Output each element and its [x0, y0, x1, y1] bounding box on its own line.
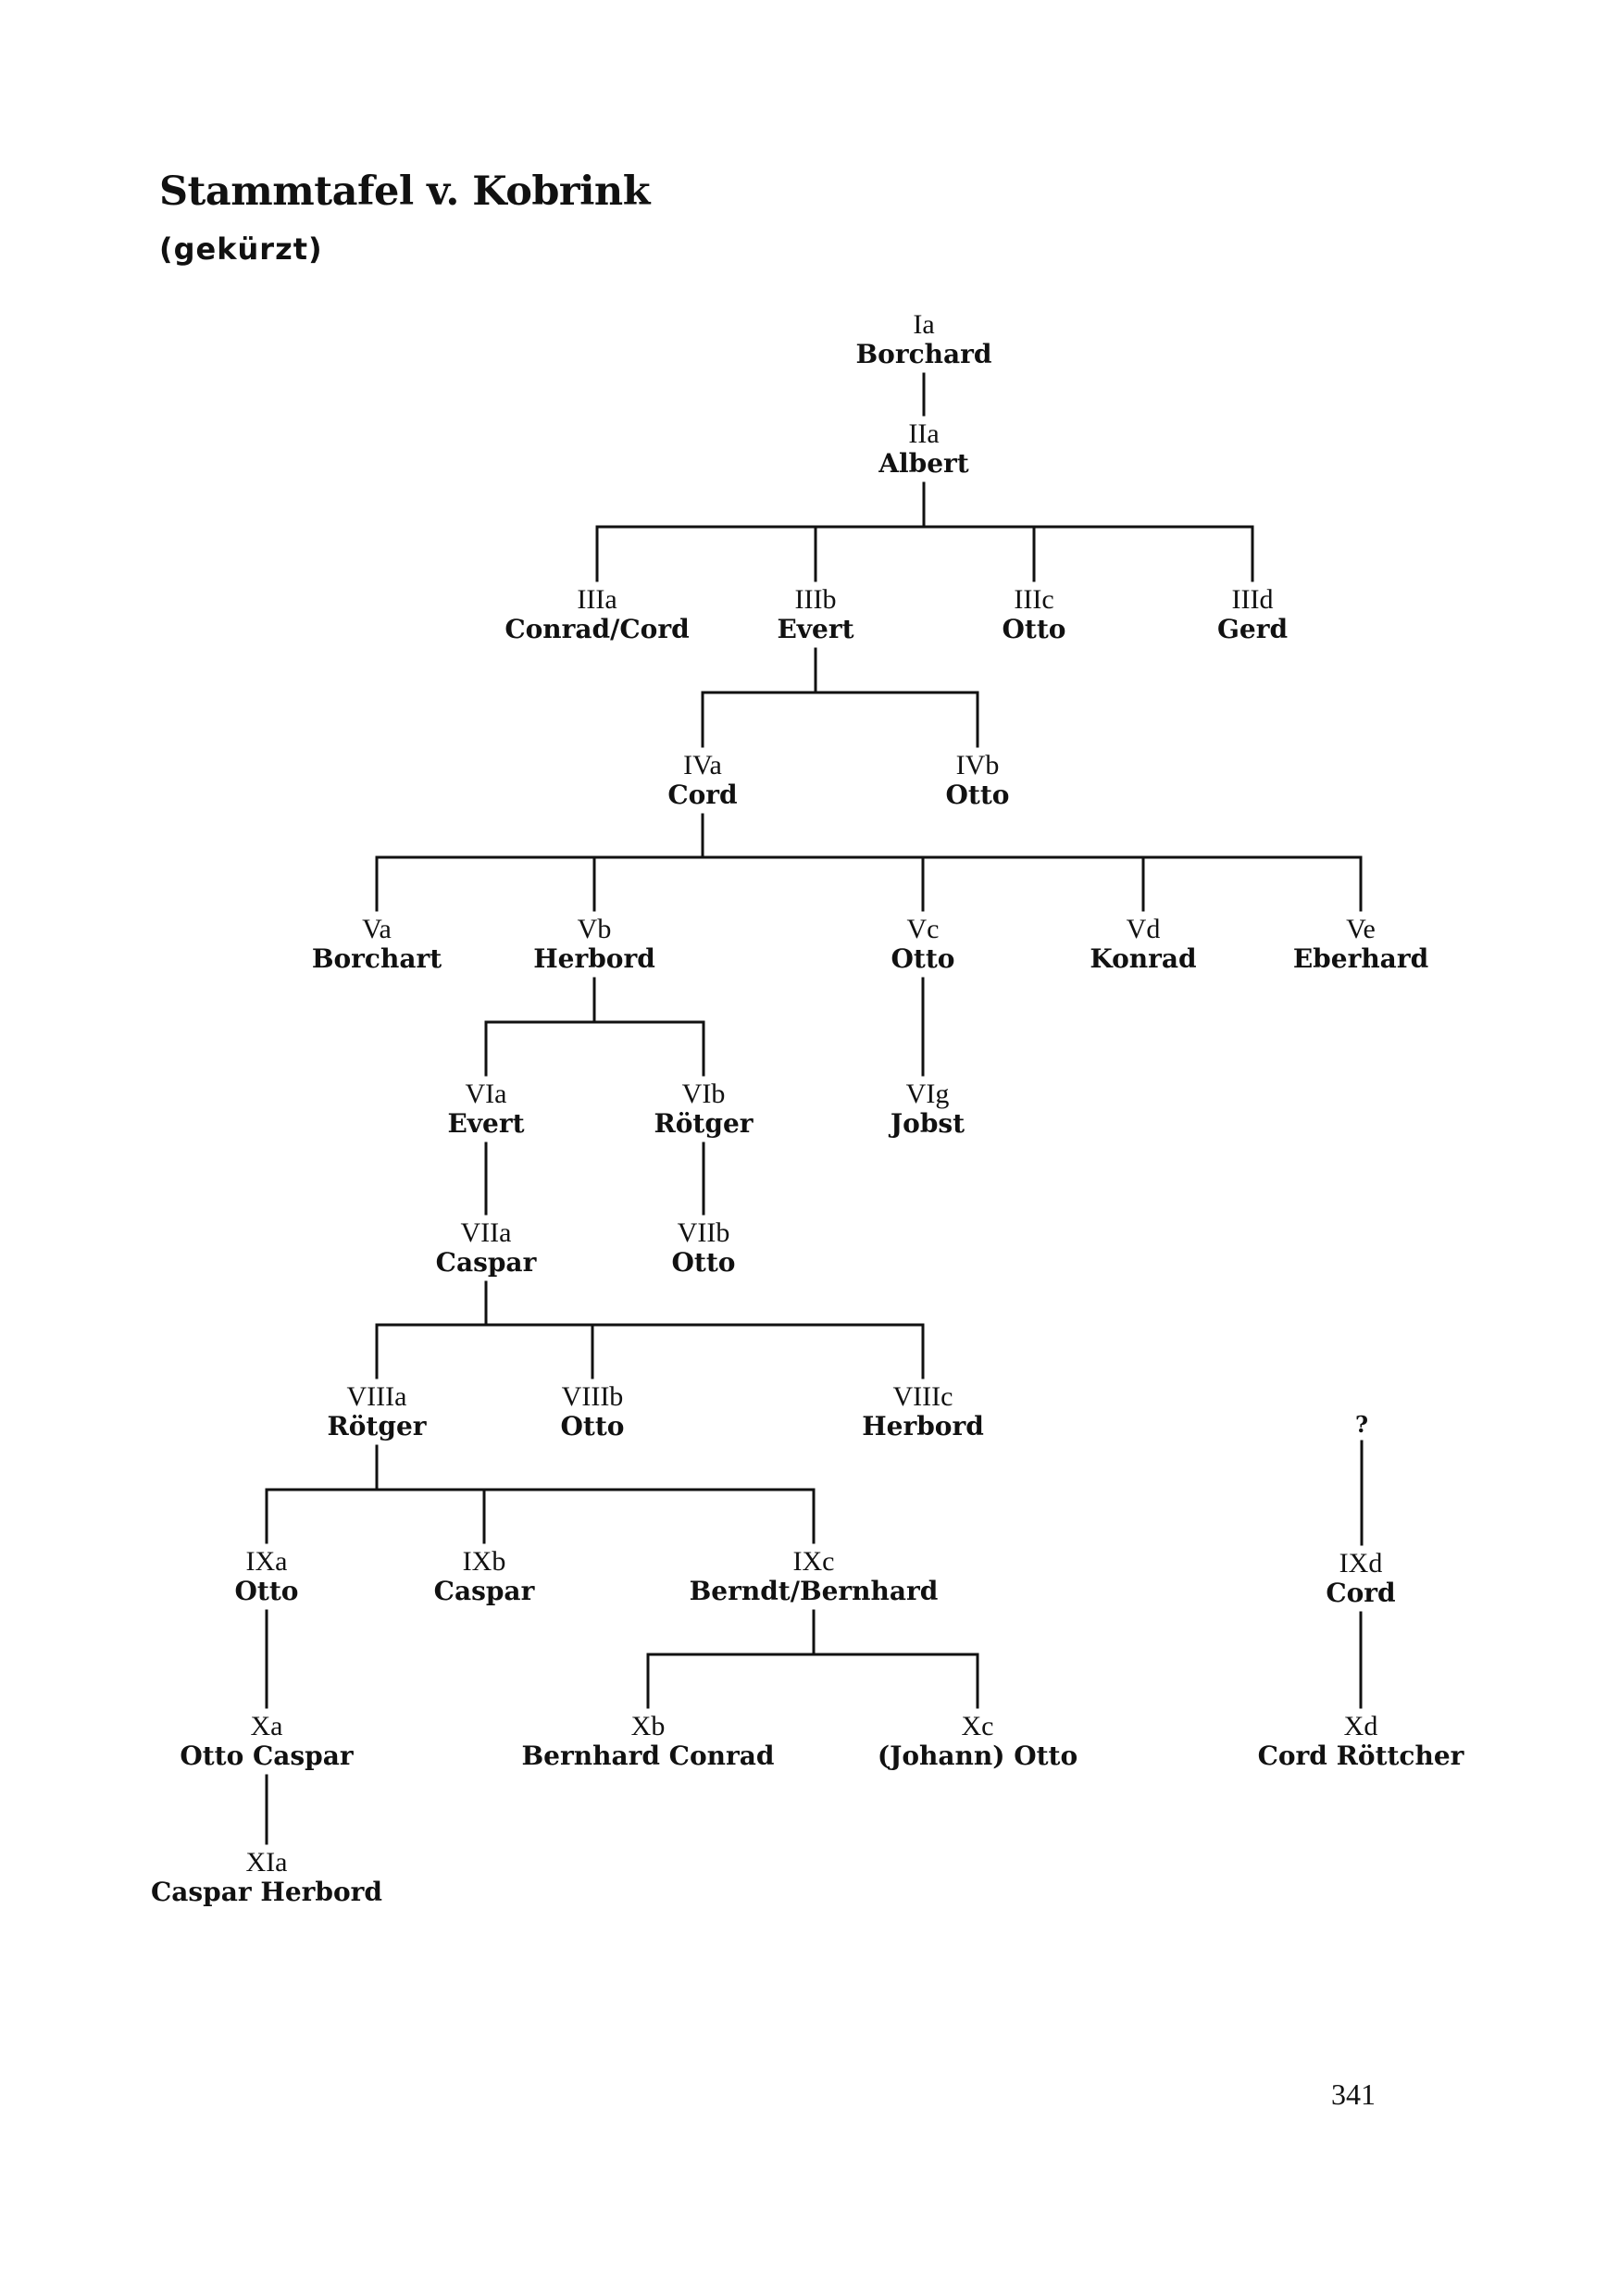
person-code: Vc	[907, 914, 940, 944]
person-name: Borchart	[312, 943, 442, 974]
person-name: Konrad	[1090, 943, 1196, 974]
person-code: IVb	[956, 750, 1000, 780]
person-code: Vd	[1127, 914, 1161, 944]
person-code: Xc	[962, 1711, 994, 1741]
person-name: Otto	[891, 943, 955, 974]
person-name: Herbord	[533, 943, 655, 974]
person-code: Va	[362, 914, 392, 944]
person-code: VIIIb	[562, 1381, 624, 1412]
person-name: Jobst	[888, 1108, 965, 1139]
person-code: IXb	[463, 1546, 506, 1577]
person-code: VIIIc	[893, 1381, 953, 1412]
person-code: IXa	[246, 1546, 288, 1577]
person-name: Bernhard Conrad	[522, 1741, 775, 1771]
person-code: VIb	[682, 1079, 726, 1109]
person-name: Rötger	[654, 1108, 754, 1139]
person-code: Xa	[251, 1711, 283, 1741]
person-code: IIIc	[1014, 584, 1053, 615]
person-code: Xd	[1344, 1711, 1378, 1741]
person-name: Cord Röttcher	[1258, 1741, 1465, 1771]
person-name: Evert	[447, 1108, 524, 1139]
person-code: VIIa	[461, 1217, 512, 1248]
person-name: Evert	[777, 614, 853, 644]
person-code: IXc	[793, 1546, 835, 1577]
person-code: XIa	[246, 1847, 288, 1878]
person-code: IXd	[1339, 1548, 1383, 1578]
person-name: Gerd	[1217, 614, 1288, 644]
page-title: Stammtafel v. Kobrink	[159, 168, 650, 215]
person-code: Xb	[631, 1711, 666, 1741]
person-name: Herbord	[862, 1411, 984, 1441]
person-name: Conrad/Cord	[505, 614, 689, 644]
person-code: Ia	[913, 309, 934, 340]
person-name: Caspar	[434, 1576, 536, 1606]
page-number: 341	[1331, 2078, 1376, 2111]
person-name: Otto	[235, 1576, 299, 1606]
person-code: IIIb	[795, 584, 837, 615]
person-code: VIg	[906, 1079, 950, 1109]
person-name: Otto Caspar	[180, 1741, 355, 1771]
page-subtitle: (gekürzt)	[159, 231, 323, 267]
person-unknown: ?	[1355, 1411, 1368, 1438]
person-name: (Johann) Otto	[878, 1741, 1078, 1771]
person-name: Caspar	[436, 1247, 538, 1278]
person-name: Otto	[946, 780, 1010, 810]
person-name: Rötger	[327, 1411, 427, 1441]
unknown-ancestor-mark: ?	[1355, 1411, 1368, 1438]
person-code: VIIIa	[347, 1381, 407, 1412]
person-name: Berndt/Bernhard	[690, 1576, 939, 1606]
person-code: Ve	[1346, 914, 1376, 944]
person-code: Vb	[578, 914, 612, 944]
person-code: VIIb	[678, 1217, 730, 1248]
person-name: Cord	[1326, 1578, 1395, 1608]
person-name: Caspar Herbord	[151, 1877, 382, 1907]
person-name: Otto	[672, 1247, 736, 1278]
person-Xc: Xc(Johann) Otto	[878, 1711, 1078, 1771]
person-code: IIId	[1232, 584, 1274, 615]
person-name: Cord	[667, 780, 737, 810]
person-name: Eberhard	[1293, 943, 1428, 974]
person-code: IIIa	[577, 584, 617, 615]
person-name: Otto	[1003, 614, 1066, 644]
person-name: Borchard	[856, 339, 992, 369]
connector-lines	[265, 372, 1364, 1845]
person-name: Otto	[561, 1411, 625, 1441]
person-name: Albert	[878, 448, 969, 479]
person-code: IVa	[683, 750, 722, 780]
person-code: VIa	[466, 1079, 507, 1109]
person-code: IIa	[908, 418, 939, 449]
